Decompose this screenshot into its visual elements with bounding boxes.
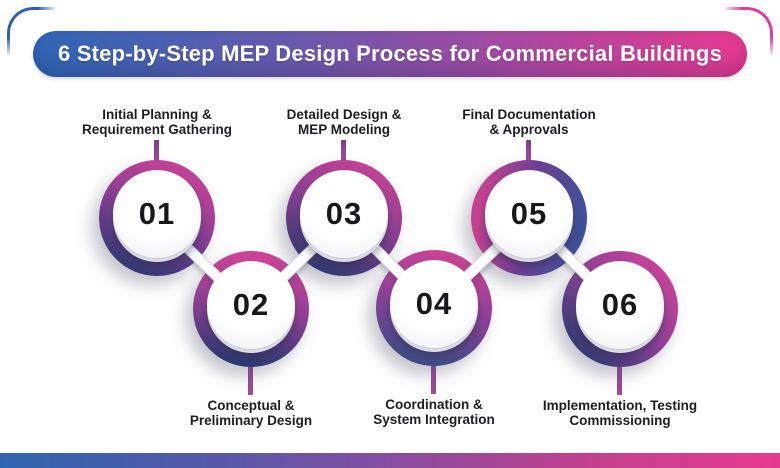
border-corner-top-right: [725, 7, 773, 55]
step-5-stem: [526, 140, 531, 168]
step-1-number: 01: [138, 196, 176, 231]
bottom-gradient-bar: [0, 453, 780, 468]
page-title: 6 Step-by-Step MEP Design Process for Co…: [57, 41, 723, 66]
step-6-label-line1: Implementation, Testing: [542, 398, 698, 413]
step-4-circle: 04: [390, 264, 478, 352]
step-5-label-line2: & Approvals: [489, 122, 569, 137]
step-2-stem: [248, 363, 253, 395]
step-3-label-line1: Detailed Design &: [286, 107, 402, 122]
step-4-label-line2: System Integration: [373, 412, 495, 427]
step-6-number: 06: [601, 287, 639, 322]
step-3-stem: [341, 140, 346, 168]
step-1-stem: [154, 140, 159, 168]
step-5-number: 05: [510, 196, 548, 231]
step-5-label-line1: Final Documentation: [462, 107, 596, 122]
step-5-circle: 05: [485, 174, 573, 262]
step-4-number: 04: [415, 286, 453, 321]
step-3-label-line2: MEP Modeling: [297, 122, 390, 137]
step-2-circle: 02: [207, 265, 295, 353]
step-3: Detailed Design & MEP Modeling 03: [286, 107, 402, 276]
step-1-label: Initial Planning & Requirement Gathering: [27, 107, 287, 137]
step-6: Implementation, Testing Commissioning 06: [543, 251, 697, 428]
step-2-label-line2: Preliminary Design: [189, 413, 313, 428]
step-1-circle: 01: [113, 174, 201, 262]
border-corner-top-left: [7, 7, 55, 55]
step-3-circle: 03: [300, 174, 388, 262]
step-2-label: Conceptual & Preliminary Design: [121, 398, 381, 428]
step-2-label-line1: Conceptual &: [207, 398, 295, 413]
step-3-number: 03: [325, 196, 363, 231]
step-2: Conceptual & Preliminary Design 02: [190, 251, 312, 428]
step-6-circle: 06: [576, 265, 664, 353]
step-1-label-line1: Initial Planning &: [102, 107, 212, 122]
step-5: Final Documentation & Approvals 05: [462, 107, 596, 276]
step-5-label: Final Documentation & Approvals: [399, 107, 659, 137]
step-4-label-line1: Coordination &: [385, 397, 483, 412]
step-6-label-line2: Commissioning: [569, 413, 671, 428]
step-1-label-line2: Requirement Gathering: [81, 122, 233, 137]
step-2-number: 02: [232, 287, 270, 322]
step-4-stem: [431, 362, 436, 394]
step-3-label: Detailed Design & MEP Modeling: [214, 107, 474, 137]
step-6-label: Implementation, Testing Commissioning: [490, 398, 750, 428]
step-1: Initial Planning & Requirement Gathering…: [82, 107, 232, 276]
step-4-label: Coordination & System Integration: [304, 397, 564, 427]
step-6-stem: [617, 363, 622, 395]
title-banner: 6 Step-by-Step MEP Design Process for Co…: [33, 31, 747, 77]
step-4: Coordination & System Integration 04: [373, 250, 495, 427]
